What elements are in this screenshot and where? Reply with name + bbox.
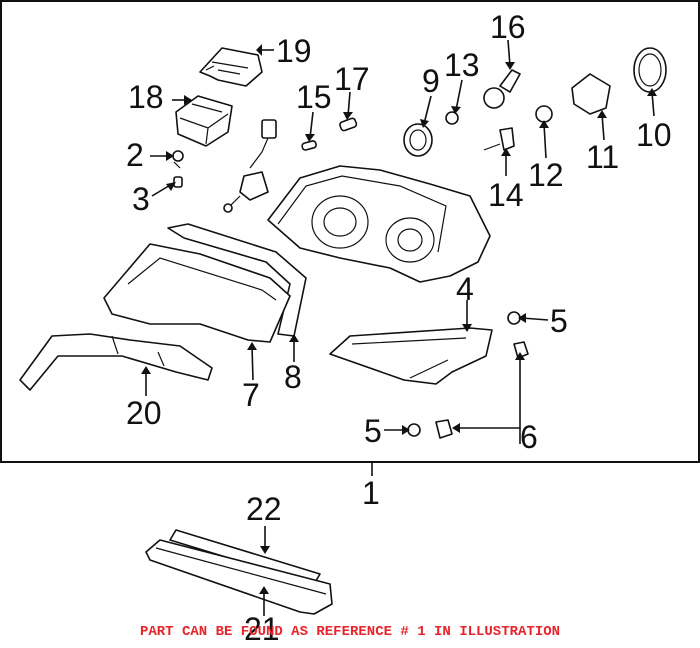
leader-arrowheads <box>141 44 657 594</box>
reference-note: PART CAN BE FOUND AS REFERENCE # 1 IN IL… <box>139 624 561 640</box>
callout-5-upper: 5 <box>550 303 568 339</box>
part-16-socket <box>483 69 521 109</box>
callout-10: 10 <box>636 117 672 153</box>
part-4-bracket <box>329 327 493 385</box>
callout-13: 13 <box>444 47 480 83</box>
part-7-lens <box>103 243 291 343</box>
part-6-clip-lower <box>435 419 453 439</box>
callout-9: 9 <box>422 63 440 99</box>
part-2-screw <box>172 150 184 169</box>
callout-7: 7 <box>242 377 260 413</box>
part-3-clip <box>173 176 183 188</box>
part-14-adjuster <box>483 127 515 151</box>
callout-3: 3 <box>132 181 150 217</box>
callout-19: 19 <box>276 33 312 69</box>
callout-20: 20 <box>126 395 162 431</box>
part-15-bulb <box>301 140 317 151</box>
callout-18: 18 <box>128 79 164 115</box>
part-6-clip-upper <box>513 341 529 359</box>
part-bulb-socket <box>223 171 269 213</box>
callout-1: 1 <box>362 475 380 511</box>
callout-11: 11 <box>586 139 619 175</box>
part-12-cap <box>535 105 553 123</box>
callout-4: 4 <box>456 271 474 307</box>
part-10-cover <box>633 47 667 93</box>
part-8-gasket <box>167 223 307 337</box>
callout-8: 8 <box>284 359 302 395</box>
callout-12: 12 <box>528 157 564 193</box>
part-20-trim <box>19 333 213 391</box>
part-wiring-plug <box>249 119 277 169</box>
assembly-frame <box>0 0 700 463</box>
callout-22: 22 <box>246 491 282 527</box>
part-11-motor <box>571 73 611 115</box>
part-9-cap <box>403 123 433 157</box>
callout-21: 21 <box>244 611 280 647</box>
part-headlamp-housing <box>267 165 491 283</box>
part-17-bulb <box>339 117 358 132</box>
part-21-trim <box>145 539 333 615</box>
part-13-bulb <box>445 111 459 125</box>
callout-17: 17 <box>334 61 370 97</box>
callout-6: 6 <box>520 419 538 455</box>
callout-14: 14 <box>488 177 524 213</box>
part-19-bracket <box>199 47 263 87</box>
callout-15: 15 <box>296 79 332 115</box>
callout-16: 16 <box>490 9 526 45</box>
part-18-control-module <box>175 95 233 147</box>
callout-5-lower: 5 <box>364 413 382 449</box>
callout-2: 2 <box>126 137 144 173</box>
